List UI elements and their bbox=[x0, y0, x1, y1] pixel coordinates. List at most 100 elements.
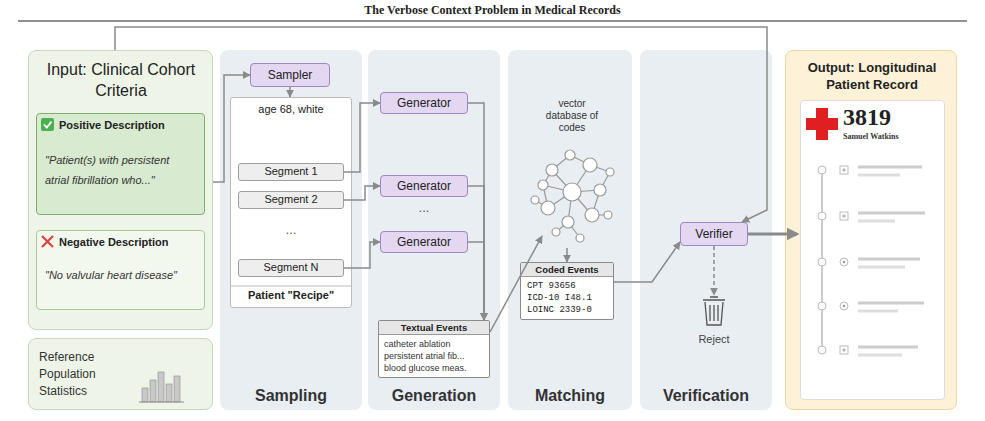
trash-icon bbox=[703, 297, 725, 325]
node-text: Sampler bbox=[251, 64, 329, 86]
timeline-illustration bbox=[840, 212, 848, 220]
node-text: Verification bbox=[640, 386, 772, 405]
timeline-illustration bbox=[818, 166, 925, 355]
bar-chart-icon bbox=[174, 376, 180, 402]
node-text: Samuel Watkins bbox=[843, 132, 899, 142]
bar-chart-icon bbox=[150, 380, 156, 402]
vector-graph-icon bbox=[604, 211, 612, 219]
vector-graph-icon bbox=[583, 158, 597, 172]
process-box: Generator bbox=[380, 92, 468, 114]
connector-arrow bbox=[344, 186, 380, 200]
segment-box: Segment N bbox=[238, 259, 344, 277]
timeline-illustration bbox=[858, 354, 902, 357]
node-text: Patient "Recipe" bbox=[231, 289, 351, 302]
timeline-illustration bbox=[840, 346, 848, 354]
vector-graph-icon bbox=[565, 150, 575, 160]
timeline-illustration bbox=[858, 266, 905, 269]
check-icon bbox=[44, 122, 52, 128]
connector-arrow bbox=[468, 103, 484, 320]
vector-graph-icon bbox=[552, 228, 560, 236]
node-text: Matching bbox=[508, 386, 632, 405]
stage-band: Verification VerifierReject bbox=[640, 50, 772, 410]
process-box: Verifier bbox=[680, 222, 748, 246]
timeline-illustration bbox=[842, 168, 846, 172]
node-text: "No valvular heart disease" bbox=[45, 265, 200, 285]
medical-cross-icon bbox=[816, 108, 828, 140]
vector-graph-icon bbox=[606, 168, 614, 176]
node-text: ... bbox=[231, 222, 351, 238]
node-text: Output: Longitudinal Patient Record bbox=[796, 59, 948, 93]
stage-band: Sampling Sampler age 68, white... Patient "… bbox=[220, 50, 362, 410]
connector-arrow bbox=[289, 87, 291, 97]
connector-arrow bbox=[468, 186, 484, 320]
timeline-illustration bbox=[840, 258, 848, 266]
node-text: Segment 2 bbox=[239, 192, 343, 208]
timeline-illustration bbox=[843, 261, 845, 263]
timeline-illustration bbox=[818, 258, 826, 266]
timeline-illustration bbox=[843, 305, 845, 307]
timeline-illustration bbox=[858, 166, 922, 169]
timeline-illustration bbox=[818, 166, 826, 174]
cross-icon bbox=[42, 236, 53, 247]
node-text: Reject bbox=[689, 333, 739, 346]
node-text: Sampling bbox=[220, 386, 362, 405]
connector-arrow bbox=[566, 248, 568, 262]
timeline-illustration bbox=[842, 214, 846, 218]
node-text: Generator bbox=[381, 93, 467, 113]
node-text: vector database of codes bbox=[542, 98, 602, 134]
vector-graph-icon bbox=[538, 180, 548, 190]
timeline-illustration bbox=[858, 212, 925, 215]
medical-cross-icon bbox=[806, 118, 838, 130]
node-text: age 68, white bbox=[231, 103, 351, 116]
node-text: Segment N bbox=[239, 260, 343, 276]
vector-graph-icon bbox=[594, 184, 606, 196]
events-box: Coded EventsCPT 93656ICD-10 I48.1LOINC 2… bbox=[520, 262, 614, 320]
timeline-illustration bbox=[858, 346, 918, 349]
connector-arrow bbox=[490, 236, 542, 332]
connector-arrow bbox=[344, 242, 380, 268]
node-text: persistent atrial fib... bbox=[384, 351, 465, 362]
vector-graph-icon bbox=[541, 201, 555, 215]
vector-graph-icon bbox=[535, 155, 610, 238]
node-text: Negative Description bbox=[59, 236, 168, 249]
timeline-illustration bbox=[818, 212, 826, 220]
connector-arrow bbox=[614, 242, 680, 282]
node-text: Generator bbox=[381, 232, 467, 252]
node-text: ICD-10 I48.1 bbox=[527, 293, 592, 304]
process-box: Generator bbox=[380, 175, 468, 197]
criteria-box: Positive Description"Patient(s) with per… bbox=[36, 113, 205, 215]
process-box: Sampler bbox=[250, 63, 330, 87]
vector-graph-icon bbox=[546, 164, 558, 176]
node-text: Generator bbox=[381, 176, 467, 196]
vector-graph-icon bbox=[563, 183, 581, 201]
node-text: Segment 1 bbox=[239, 164, 343, 180]
connector-arrow bbox=[713, 246, 715, 295]
title-rule bbox=[18, 21, 967, 22]
node-text: blood glucose meas. bbox=[384, 363, 467, 374]
node-text: catheter ablation bbox=[384, 339, 451, 350]
timeline-illustration bbox=[858, 302, 924, 305]
node-text: 3819 bbox=[843, 103, 891, 132]
segment-box: Segment 1 bbox=[238, 163, 344, 181]
vector-graph-icon bbox=[585, 208, 599, 222]
node-text: Generation bbox=[368, 386, 500, 405]
timeline-illustration bbox=[858, 310, 898, 313]
vector-graph-icon bbox=[531, 196, 539, 204]
timeline-illustration bbox=[858, 174, 900, 177]
bar-chart-icon bbox=[142, 388, 148, 402]
node-text: LOINC 2339-0 bbox=[527, 305, 592, 316]
timeline-illustration bbox=[840, 302, 848, 310]
node-text: Verifier bbox=[681, 223, 747, 245]
output-panel: Output: Longitudinal Patient Record 3819S… bbox=[785, 50, 957, 410]
stage-band: Matching vector database of codesCoded Ev… bbox=[508, 50, 632, 410]
trash-icon bbox=[703, 297, 725, 300]
statistics-box: Reference Population Statistics bbox=[28, 338, 213, 410]
node-text: ... bbox=[380, 200, 468, 216]
connector-arrow bbox=[468, 242, 484, 320]
timeline-illustration bbox=[842, 348, 846, 352]
criteria-box: Negative Description "No valvular heart d… bbox=[36, 230, 205, 310]
process-box: Generator bbox=[380, 231, 468, 253]
reject-bin: Reject bbox=[689, 295, 739, 347]
diagram-title: The Verbose Context Problem in Medical R… bbox=[0, 3, 985, 18]
